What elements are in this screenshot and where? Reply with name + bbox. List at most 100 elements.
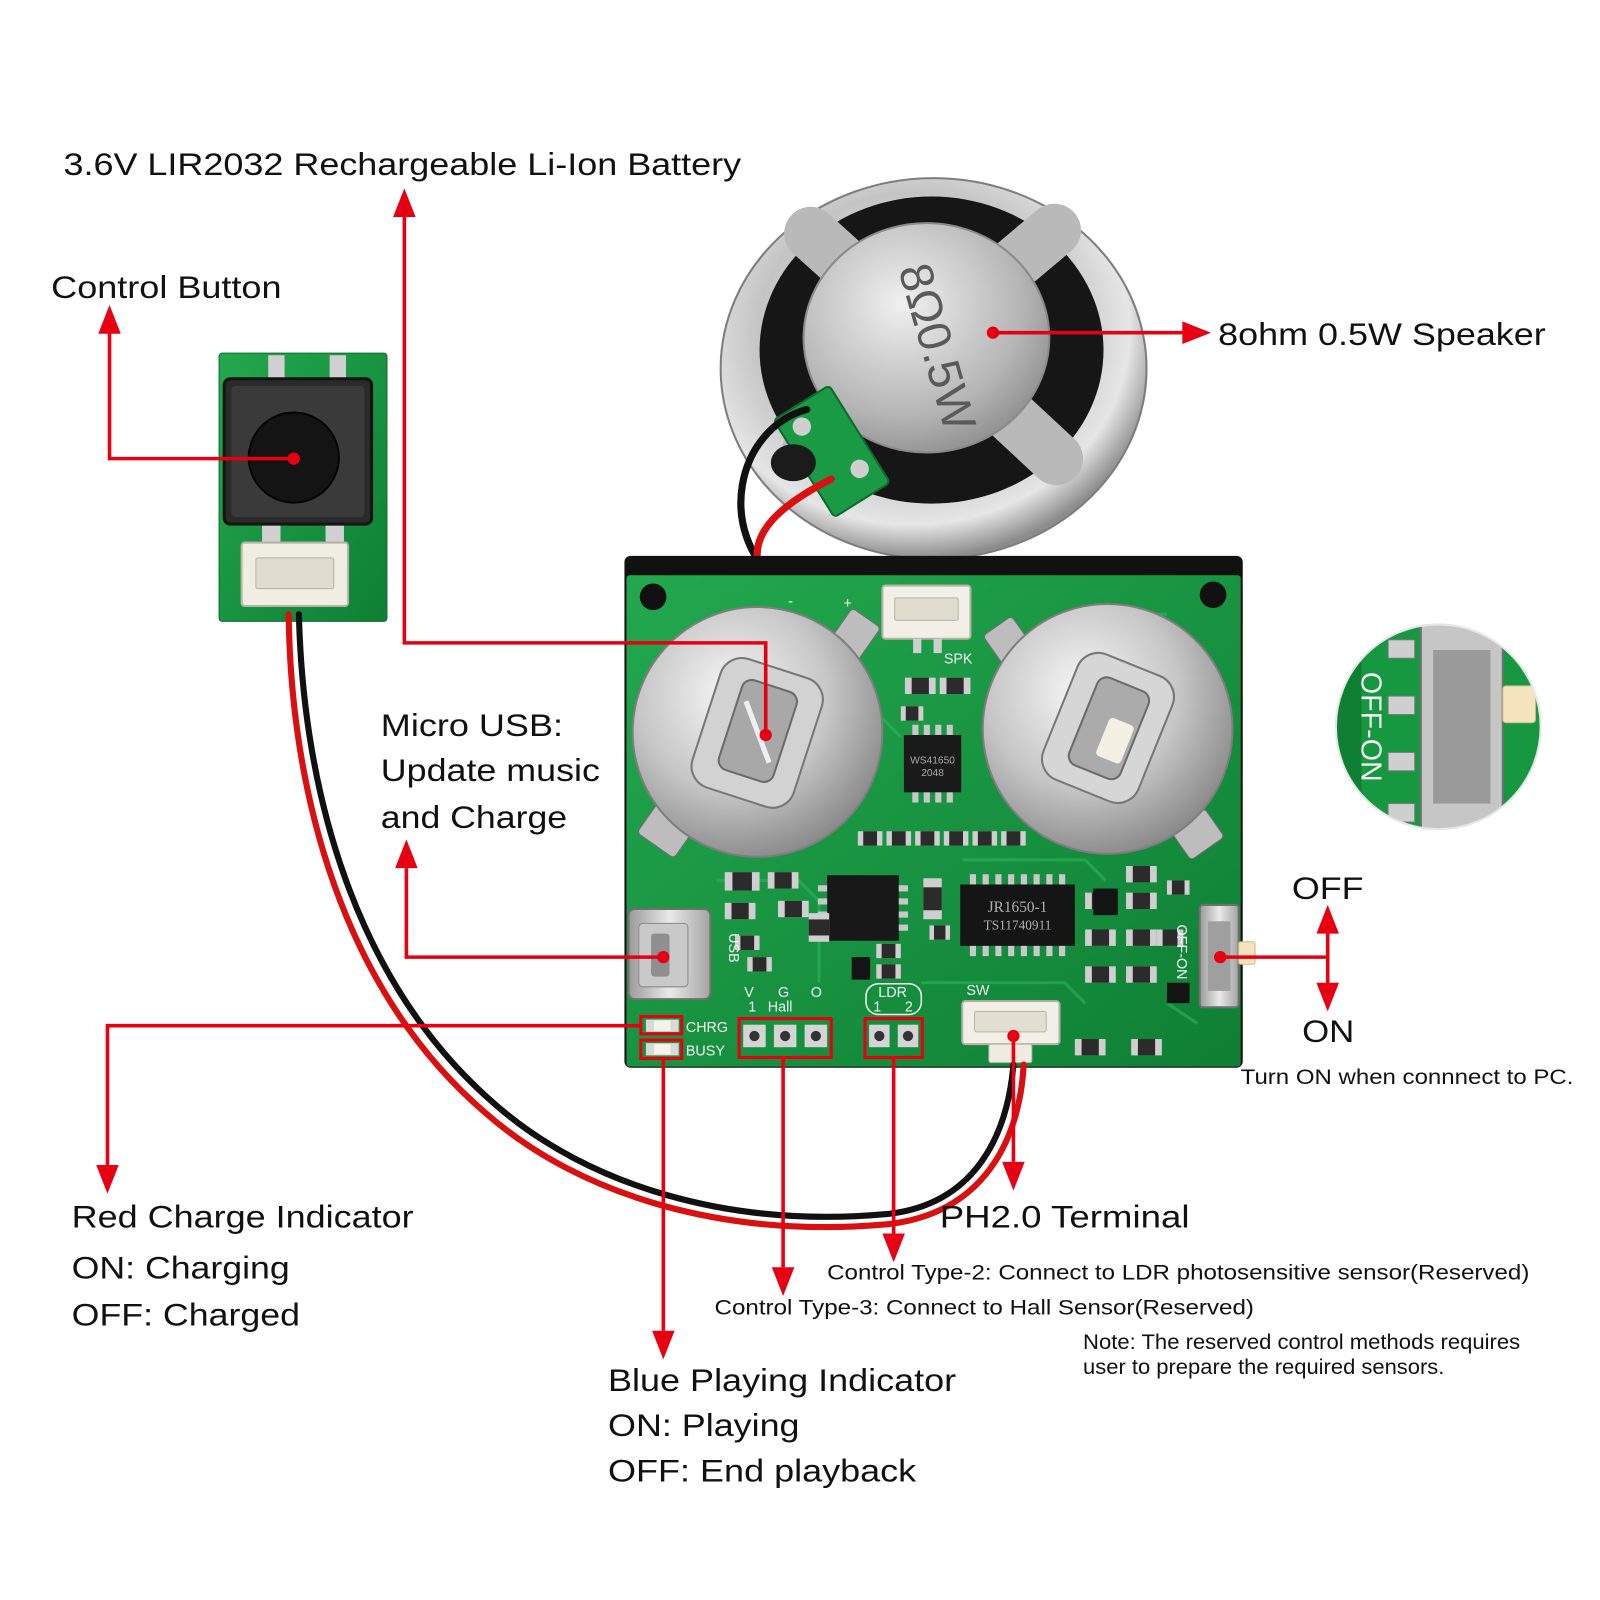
control-type-3-label: Control Type-3: Connect to Hall Sensor(R… [715, 1295, 1254, 1319]
button-tab [329, 355, 347, 378]
usb-marking: USB [725, 933, 741, 962]
chip-pin [1046, 874, 1053, 885]
battery-clip [1041, 651, 1175, 804]
solder-blob [770, 444, 816, 482]
smd-component [767, 872, 799, 889]
inset-switch-knob [1502, 685, 1537, 724]
switch-inset: OFF-ON [1335, 624, 1541, 830]
audio-chip-marking: WS41650 [910, 756, 955, 767]
chip-pin [1008, 945, 1015, 957]
chip-pin [898, 898, 908, 905]
micro-usb-label-line-2: Update music [381, 752, 600, 788]
hall-pin-number: 1 [748, 999, 756, 1015]
main-pcb: - + SPK WS41650 2048 JR1650-1 TS11740911 [624, 555, 1256, 1068]
control-button-module [218, 352, 388, 622]
hall-marking: Hall [768, 999, 793, 1015]
smd-component [724, 872, 760, 891]
smd-component [939, 677, 971, 695]
busy-led [645, 1043, 679, 1056]
red-indicator-title: Red Charge Indicator [72, 1198, 414, 1234]
chip-pin [946, 724, 953, 735]
chip-pin [898, 885, 908, 892]
callout-red-indicator [96, 1014, 684, 1194]
chip-pin [946, 792, 953, 803]
chip-pin [898, 924, 908, 931]
chip-pin [935, 724, 942, 735]
button-wire-black [295, 611, 1017, 1220]
smd-component [1131, 1039, 1162, 1056]
chip-pin [817, 885, 828, 892]
smd-component [777, 900, 809, 918]
micro-usb-port [627, 907, 712, 1001]
smd-component [808, 913, 830, 942]
switch-marking: OFF-ON [1173, 925, 1189, 980]
busy-marking: BUSY [686, 1043, 725, 1059]
callout-battery [393, 188, 772, 742]
chip-pin [1020, 874, 1027, 885]
smd-component [1166, 880, 1190, 895]
button-connector [240, 541, 350, 608]
mounting-hole [639, 583, 667, 611]
smd-component [904, 677, 936, 695]
smd-component [1126, 929, 1157, 946]
smd-component [747, 957, 772, 972]
switch-on-label: ON [1302, 1013, 1354, 1049]
spk-connector [881, 584, 972, 654]
slide-switch-knob [1238, 941, 1256, 965]
coin-battery-left [631, 606, 884, 858]
smd-component [1126, 892, 1157, 910]
blue-indicator-on: ON: Playing [608, 1407, 799, 1443]
smd-component [900, 706, 924, 721]
chip-pin [1008, 874, 1015, 885]
transistor [1166, 982, 1190, 1004]
audio-chip [903, 724, 962, 803]
ldr-header-pads [869, 1024, 919, 1048]
ldr-pin-2: 2 [905, 999, 913, 1015]
speaker-cone [802, 222, 1051, 454]
callout-micro-usb [395, 839, 670, 964]
chip-pin [969, 874, 977, 885]
sw-marking: SW [966, 983, 990, 999]
micro-usb-label-line-3: and Charge [381, 799, 567, 835]
smd-component [734, 935, 760, 950]
control-type-2-label: Control Type-2: Connect to LDR photosens… [827, 1261, 1529, 1285]
hall-header-pads [743, 1024, 828, 1048]
chip-pin [935, 792, 942, 803]
chip-pin [995, 945, 1002, 957]
main-chip-marking: JR1650-1 [988, 899, 1048, 916]
smd-component [1074, 1039, 1106, 1056]
red-indicator-off: OFF: Charged [72, 1297, 300, 1333]
spk-marking: SPK [944, 651, 973, 667]
chrg-led [645, 1019, 679, 1032]
hall-pin-v: V [744, 985, 754, 1001]
blue-indicator-title: Blue Playing Indicator [608, 1362, 957, 1398]
smd-component [1001, 831, 1026, 846]
chip-pin [923, 724, 930, 735]
chip-pin [982, 945, 989, 957]
chip-pin [817, 898, 828, 905]
speaker-terminal-board [774, 385, 890, 517]
hall-pin-o: O [811, 985, 822, 1001]
chip-pin [1059, 874, 1066, 885]
chip-pin [995, 874, 1002, 885]
callout-switch [1214, 904, 1339, 1012]
callout-blue-indicator [639, 1038, 684, 1360]
chip-pin [912, 724, 919, 735]
smd-component [886, 831, 912, 846]
callout-control-button [98, 305, 300, 465]
switch-note: Turn ON when connnect to PC. [1241, 1065, 1574, 1089]
battery-label: 3.6V LIR2032 Rechargeable Li-Ion Battery [63, 146, 741, 182]
switch-off-label: OFF [1292, 870, 1364, 906]
transistor [1093, 888, 1118, 916]
chip-pin [1033, 945, 1040, 957]
button-tab [268, 355, 285, 378]
ldr-pin-1: 1 [873, 999, 881, 1015]
callout-speaker [986, 321, 1212, 344]
note-line-1: Note: The reserved control methods requi… [1083, 1330, 1520, 1354]
chip-pin [898, 911, 908, 918]
inset-border [1334, 623, 1542, 831]
callout-ldr [863, 1017, 924, 1263]
smd-component [929, 925, 950, 940]
chip-pin [969, 945, 977, 957]
